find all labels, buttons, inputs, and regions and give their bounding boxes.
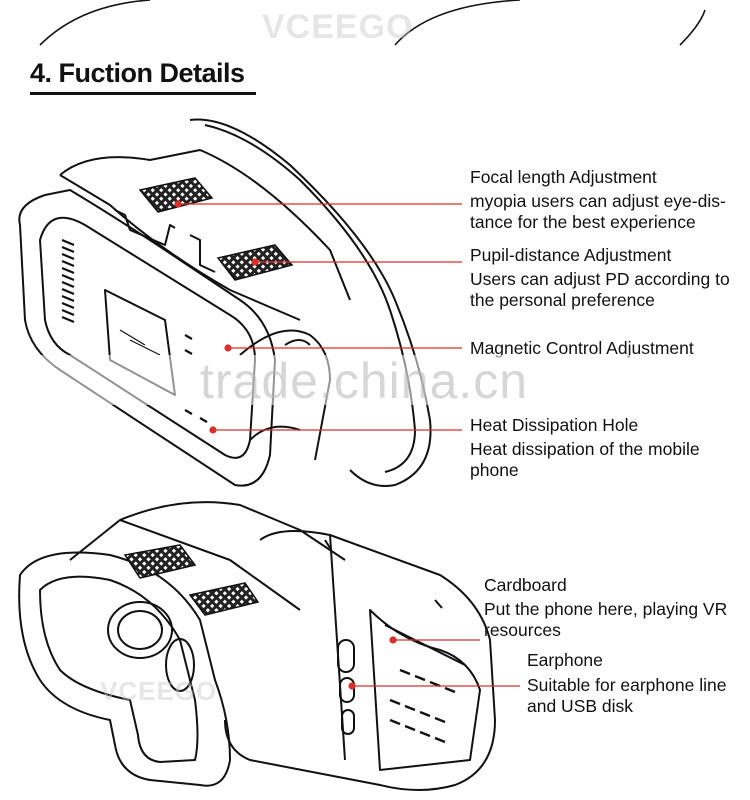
callout-pupil-distance-desc: Users can adjust PD according to the per… (470, 269, 730, 310)
callout-earphone-desc: Suitable for earphone line and USB disk (527, 675, 727, 716)
section-title: 4. Fuction Details (30, 58, 245, 88)
watermark-logo-top: VCEEGO (262, 8, 414, 46)
watermark-logo-bottom: VCEEGO (100, 676, 218, 706)
callout-heat-title: Heat Dissipation Hole (470, 415, 639, 435)
callout-pupil-distance-title: Pupil-distance Adjustment (470, 245, 672, 265)
watermark-site: trade.china.cn (200, 353, 529, 409)
callout-heat-desc: Heat dissipation of the mobile phone (470, 439, 700, 480)
callout-magnetic-title: Magnetic Control Adjustment (470, 338, 694, 358)
callout-focal-length-title: Focal length Adjustment (470, 167, 657, 187)
callout-focal-length-desc: myopia users can adjust eye-dis-tance fo… (470, 191, 726, 232)
callout-cardboard-desc: Put the phone here, playing VR resources (484, 599, 728, 640)
callout-cardboard-title: Cardboard (484, 575, 567, 595)
title-underline (30, 92, 256, 95)
callout-earphone-title: Earphone (527, 650, 603, 670)
watermark-band (0, 355, 750, 405)
